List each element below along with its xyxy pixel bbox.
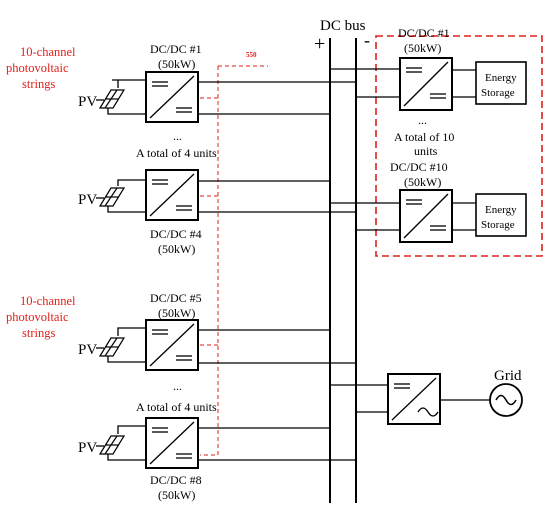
- pv-panel-2: PV: [78, 179, 146, 213]
- pv-converter-1: DC/DC #1 (50kW): [145, 42, 356, 123]
- converter-4-rating: (50kW): [158, 242, 195, 256]
- storage-group-dashed-box: [375, 35, 543, 257]
- converter-8-name: DC/DC #8: [150, 473, 202, 487]
- solar-panel-icon: [98, 89, 126, 109]
- pv-group-1-title: 10-channel photovoltaic strings: [6, 45, 76, 91]
- pv-panel-4: PV: [78, 425, 146, 461]
- storage-converter-1-name: DC/DC #1: [398, 26, 450, 40]
- energy-storage-10-label-line2: Storage: [481, 219, 515, 231]
- converter-5-name: DC/DC #5: [150, 291, 202, 305]
- pv-group-2-title-line1: 10-channel: [20, 294, 76, 308]
- pv-group-2-units-text: A total of 4 units: [136, 400, 217, 414]
- pv-group-2-title-line3: strings: [22, 326, 55, 340]
- pv-converter-4: DC/DC #4 (50kW): [145, 169, 356, 256]
- small-red-label: 550: [246, 51, 257, 59]
- pv-group-1-units-text: A total of 4 units: [136, 146, 217, 160]
- converter-4-name: DC/DC #4: [150, 227, 202, 241]
- energy-storage-1-box: [475, 61, 527, 105]
- storage-converter-10-name: DC/DC #10: [390, 160, 448, 174]
- solar-panel-icon: [98, 187, 126, 207]
- dc-bus: [329, 38, 357, 503]
- grid-label: Grid: [494, 368, 522, 384]
- pv-group-1-title-line3: strings: [22, 77, 55, 91]
- pv-group-1-ellipsis: ...: [173, 129, 182, 143]
- storage-converter-1-rating: (50kW): [404, 41, 441, 55]
- storage-converter-10: DC/DC #10 (50kW) Energy Storage: [330, 160, 527, 243]
- converter-1-name: DC/DC #1: [150, 42, 202, 56]
- storage-units-text-line1: A total of 10: [394, 130, 454, 144]
- storage-converter-1: DC/DC #1 (50kW) Energy Storage: [330, 26, 527, 111]
- solar-panel-icon: [98, 337, 126, 357]
- converter-1-rating: (50kW): [158, 57, 195, 71]
- storage-converter-10-rating: (50kW): [404, 175, 441, 189]
- storage-units-text-line2: units: [414, 144, 438, 158]
- pv-panel-2-label: PV: [78, 192, 97, 208]
- pv-dashed-link: [200, 65, 268, 456]
- storage-ellipsis: ...: [418, 113, 427, 127]
- pv-panel-3-label: PV: [78, 342, 97, 358]
- solar-panel-icon: [98, 435, 126, 455]
- bus-minus-sign: -: [364, 30, 370, 50]
- pv-group-1-title-line1: 10-channel: [20, 45, 76, 59]
- pv-group-2-title: 10-channel photovoltaic strings: [6, 294, 76, 340]
- ac-wave-icon: [417, 407, 439, 417]
- pv-panel-4-label: PV: [78, 440, 97, 456]
- pv-converter-5: DC/DC #5 (50kW): [145, 291, 356, 371]
- energy-storage-1-label-line1: Energy: [485, 72, 517, 84]
- converter-5-rating: (50kW): [158, 306, 195, 320]
- pv-group-2-ellipsis: ...: [173, 379, 182, 393]
- pv-panel-1-label: PV: [78, 94, 97, 110]
- bus-label: DC bus: [320, 18, 366, 34]
- energy-storage-10-box: [475, 193, 527, 237]
- pv-group-2-title-line2: photovoltaic: [6, 310, 69, 324]
- bus-plus-sign: +: [314, 33, 325, 55]
- grid: Grid: [489, 368, 523, 417]
- sine-wave-icon: [495, 394, 517, 406]
- energy-storage-1-label-line2: Storage: [481, 87, 515, 99]
- pv-group-1-title-line2: photovoltaic: [6, 61, 69, 75]
- pv-panel-1: PV: [78, 79, 146, 115]
- converter-8-rating: (50kW): [158, 488, 195, 502]
- grid-inverter: [330, 373, 490, 425]
- pv-panel-3: PV: [78, 327, 146, 363]
- pv-converter-8: DC/DC #8 (50kW): [145, 417, 356, 502]
- energy-storage-10-label-line1: Energy: [485, 204, 517, 216]
